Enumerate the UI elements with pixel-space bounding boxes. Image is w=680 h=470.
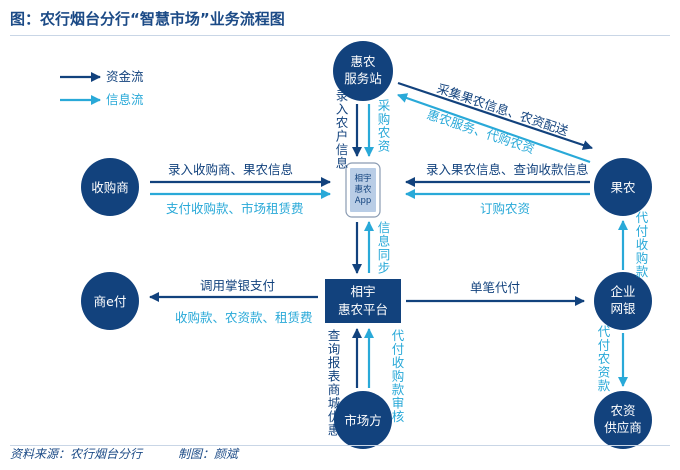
svg-text:企业: 企业: [610, 284, 635, 299]
node-farmer: 果农: [594, 158, 652, 216]
svg-text:供应商: 供应商: [604, 420, 642, 435]
label-farmer-app-info: 订购农资: [480, 201, 530, 216]
svg-text:网银: 网银: [610, 301, 636, 316]
label-bank-farmer-info: 代付收购款: [636, 210, 649, 279]
label-app-platform-info: 信息同步: [378, 220, 391, 276]
arrow-svc-to-farmer-fund: [397, 81, 593, 150]
node-service-station: 惠农 服务站: [333, 41, 393, 101]
page-title: 图：农行烟台分行“智慧市场”业务流程图: [10, 10, 285, 28]
legend-fund-label: 资金流: [106, 69, 144, 84]
svg-text:App: App: [355, 196, 372, 206]
legend: 资金流 信息流: [60, 69, 144, 107]
node-supplier: 农资 供应商: [594, 391, 652, 449]
svg-text:服务站: 服务站: [344, 71, 382, 86]
label-buyer-app-fund: 录入收购商、果农信息: [168, 162, 293, 177]
label-platform-pay-fund: 调用掌银支付: [200, 278, 275, 293]
label-svc-app-fund: 录入农户信息: [336, 88, 349, 171]
svg-text:惠农: 惠农: [354, 184, 372, 195]
label-bank-supplier-info: 代付农资款: [598, 324, 611, 393]
node-platform: 相宇 惠农平台: [325, 279, 401, 323]
label-platform-pay-info: 收购款、农资款、租赁费: [175, 310, 313, 325]
svg-text:相宇: 相宇: [354, 173, 371, 184]
node-app-phone: 相宇 惠农 App: [345, 162, 381, 218]
svg-text:农资: 农资: [610, 403, 635, 418]
label-svc-app-info: 采购农资: [378, 98, 391, 154]
source-divider: [10, 445, 670, 446]
svg-text:收购商: 收购商: [91, 180, 129, 195]
arrow-farmer-to-svc-info: [397, 93, 591, 164]
node-buyer: 收购商: [81, 158, 139, 216]
title-divider: [10, 35, 670, 36]
svg-text:惠农: 惠农: [350, 54, 376, 69]
node-merchant-pay: 商e付: [81, 272, 139, 330]
svg-text:相宇: 相宇: [350, 284, 375, 299]
label-platform-bank-fund: 单笔代付: [470, 280, 520, 295]
svg-text:果农: 果农: [610, 180, 636, 195]
label-farmer-app-fund: 录入果农信息、查询收款信息: [426, 162, 589, 177]
legend-info-label: 信息流: [106, 92, 144, 107]
label-buyer-app-info: 支付收购款、市场租赁费: [166, 201, 304, 216]
svg-text:市场方: 市场方: [344, 413, 382, 428]
svg-text:商e付: 商e付: [94, 294, 127, 309]
node-market: 市场方: [334, 391, 392, 449]
svg-text:惠农平台: 惠农平台: [338, 302, 388, 317]
label-market-platform-fund: 查询报表商城优惠: [328, 328, 341, 438]
node-bank: 企业 网银: [594, 272, 652, 330]
source-note: 资料来源：农行烟台分行 制图：颜斌: [10, 447, 239, 461]
label-market-platform-info: 代付收购款审核: [392, 328, 405, 424]
